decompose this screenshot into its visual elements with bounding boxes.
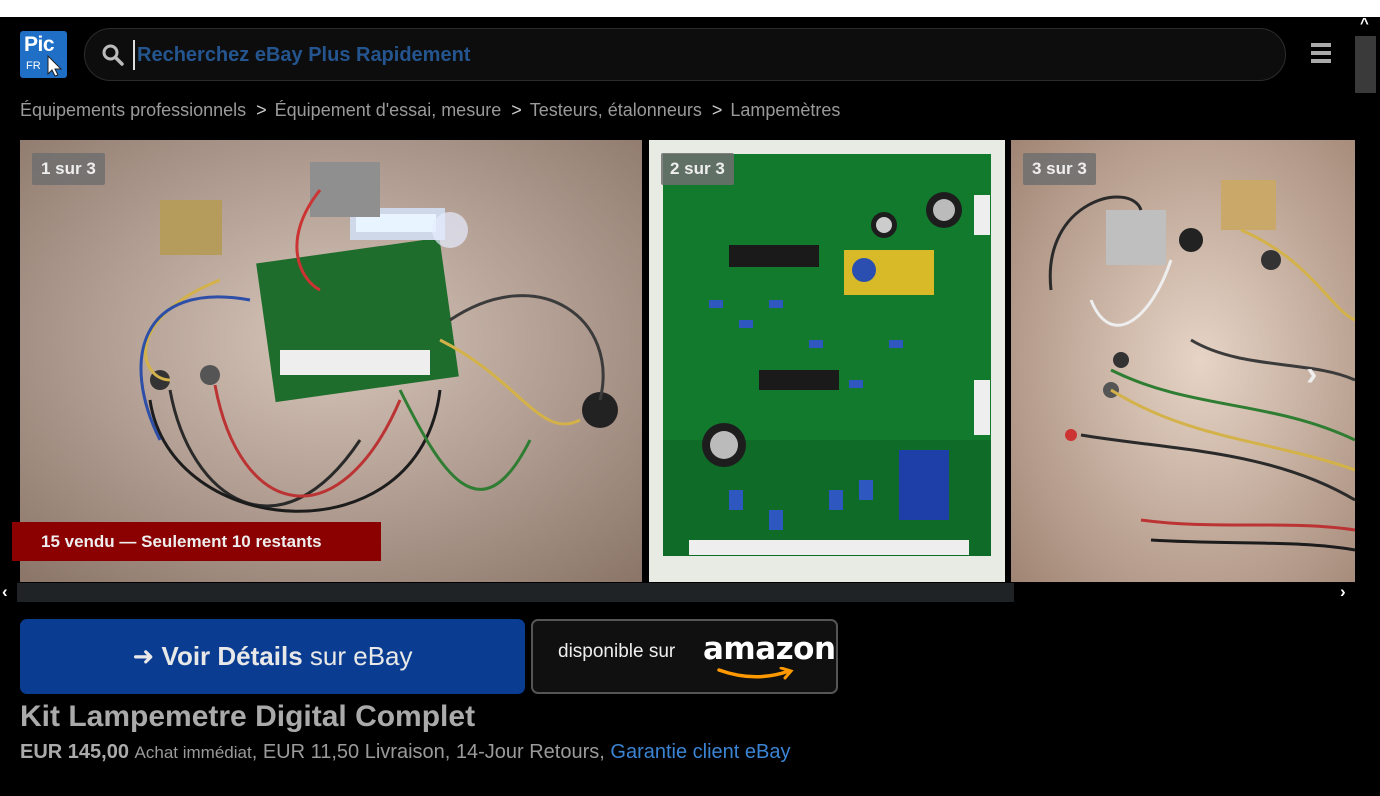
buy-type: Achat immédiat bbox=[134, 743, 252, 762]
top-strip bbox=[0, 0, 1380, 17]
product-info: EUR 145,00 Achat immédiat, EUR 11,50 Liv… bbox=[20, 741, 791, 764]
amazon-logo: amazon bbox=[703, 631, 836, 667]
scrollbar-thumb[interactable] bbox=[17, 583, 1014, 602]
search-icon[interactable] bbox=[101, 43, 125, 67]
cursor-icon bbox=[47, 55, 63, 77]
gallery-image-2[interactable]: 2 sur 3 bbox=[649, 140, 1005, 582]
slide-counter: 3 sur 3 bbox=[1023, 153, 1096, 185]
slide-counter: 1 sur 3 bbox=[32, 153, 105, 185]
amazon-smile-icon bbox=[717, 667, 794, 680]
horizontal-scrollbar[interactable]: ‹ › bbox=[0, 582, 1355, 602]
amazon-button[interactable]: disponible sur amazon bbox=[531, 619, 838, 694]
scrollbar-thumb[interactable] bbox=[1355, 36, 1376, 93]
ebay-button-label: sur eBay bbox=[309, 641, 413, 671]
shipping-info: , EUR 11,50 Livraison, 14-Jour Retours, bbox=[251, 741, 611, 763]
site-logo[interactable]: Pic FR bbox=[20, 31, 67, 78]
arrow-right-icon: ➜ bbox=[132, 641, 155, 671]
guarantee-link[interactable]: Garantie client eBay bbox=[610, 741, 791, 763]
breadcrumb-item[interactable]: Lampemètres bbox=[730, 100, 841, 120]
breadcrumb-separator: > bbox=[256, 100, 267, 120]
scroll-up-icon[interactable]: ^ bbox=[1360, 15, 1369, 32]
breadcrumb-item[interactable]: Équipement d'essai, mesure bbox=[274, 100, 502, 120]
breadcrumb-item[interactable]: Équipements professionnels bbox=[20, 100, 247, 120]
breadcrumb-separator: > bbox=[511, 100, 522, 120]
search-bar bbox=[84, 28, 1286, 81]
product-title: Kit Lampemetre Digital Complet bbox=[20, 700, 476, 733]
breadcrumb-separator: > bbox=[711, 100, 723, 120]
gallery-image-1[interactable]: 1 sur 3 bbox=[20, 140, 642, 582]
view-on-ebay-button[interactable]: ➜ Voir Détails sur eBay bbox=[20, 619, 525, 694]
logo-locale: FR bbox=[26, 60, 41, 72]
slide-counter: 2 sur 3 bbox=[661, 153, 734, 185]
logo-text: Pic bbox=[24, 33, 55, 56]
vertical-scrollbar[interactable]: ^ bbox=[1355, 15, 1380, 796]
breadcrumb-item[interactable]: Testeurs, étalonneurs bbox=[529, 100, 702, 120]
ebay-button-label-bold: Voir Détails bbox=[161, 641, 303, 671]
image-gallery: 1 sur 3 bbox=[20, 140, 1355, 582]
price: EUR 145,00 bbox=[20, 741, 129, 763]
sold-banner: 15 vendu — Seulement 10 restants bbox=[12, 522, 381, 561]
gallery-next-icon[interactable]: › bbox=[1306, 355, 1318, 393]
scroll-left-icon[interactable]: ‹ bbox=[2, 582, 8, 601]
breadcrumb: Équipements professionnels > Équipement d'… bbox=[20, 100, 840, 121]
header: Pic FR bbox=[0, 17, 1355, 92]
search-input[interactable] bbox=[133, 40, 1233, 70]
scroll-right-icon[interactable]: › bbox=[1340, 582, 1346, 601]
gallery-image-3[interactable]: 3 sur 3 bbox=[1011, 140, 1355, 582]
hamburger-menu-icon[interactable] bbox=[1311, 43, 1331, 63]
amazon-button-label: disponible sur bbox=[558, 641, 676, 662]
